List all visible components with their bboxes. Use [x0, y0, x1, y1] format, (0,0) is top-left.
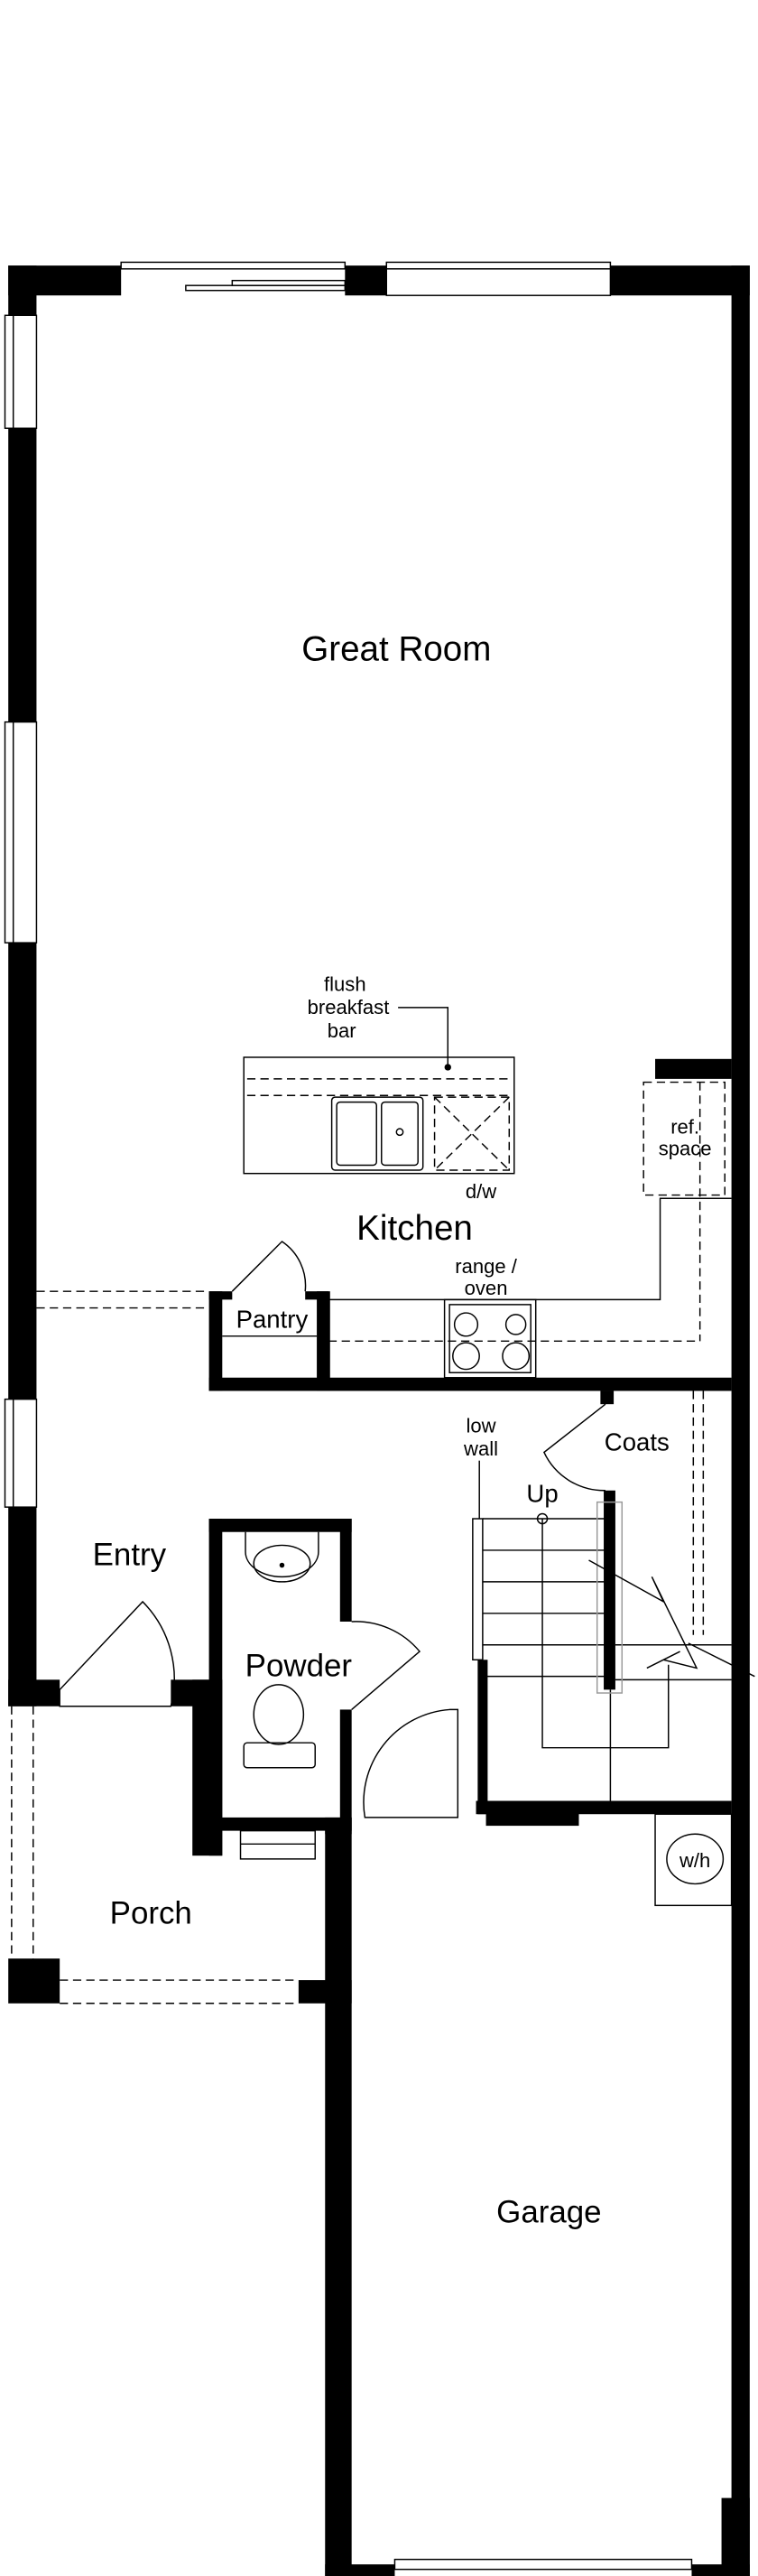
- coats-label: Coats: [605, 1428, 670, 1456]
- kitchen-island: [243, 1007, 515, 1175]
- garage-label: Garage: [496, 2194, 601, 2229]
- up-label: Up: [526, 1480, 558, 1508]
- water-heater: [666, 1833, 725, 1885]
- dishwasher: [433, 1096, 511, 1171]
- range-label: range /: [455, 1255, 518, 1278]
- low-label: low: [466, 1414, 495, 1437]
- ref-label: ref.: [670, 1116, 699, 1139]
- powder-walls: [192, 1519, 352, 1856]
- stairs: [482, 1501, 755, 1801]
- sink: [330, 1096, 424, 1171]
- range-oven: [443, 1298, 537, 1379]
- powder-window: [239, 1829, 316, 1860]
- ref-space: [642, 1081, 726, 1196]
- top-wall: [8, 265, 750, 296]
- powder-door[interactable]: [351, 1621, 421, 1710]
- porch-label: Porch: [110, 1896, 192, 1931]
- stair-walls: [476, 1390, 732, 1827]
- sliding-door[interactable]: [120, 261, 347, 292]
- window-top: [385, 261, 612, 296]
- right-wall: [731, 265, 750, 2576]
- pantry-door[interactable]: [231, 1241, 307, 1292]
- garage-door[interactable]: [393, 2558, 693, 2571]
- space-label: space: [659, 1137, 712, 1159]
- breakfast-label: breakfast: [308, 996, 390, 1018]
- garage-corner: [721, 2497, 750, 2576]
- garage-entry-door[interactable]: [363, 1708, 459, 1818]
- coats-door[interactable]: [542, 1403, 606, 1492]
- great-room-label: Great Room: [301, 630, 491, 669]
- front-door[interactable]: [59, 1600, 175, 1707]
- ref-wall: [655, 1058, 732, 1079]
- powder-sink: [245, 1531, 319, 1583]
- low-wall: [472, 1518, 484, 1661]
- water-heater-closet: [654, 1813, 733, 1907]
- pantry-label: Pantry: [236, 1306, 309, 1334]
- flush-label: flush: [324, 972, 366, 995]
- toilet: [243, 1684, 316, 1769]
- kitchen-label: Kitchen: [356, 1209, 473, 1248]
- powder-label: Powder: [245, 1649, 353, 1684]
- pantry-walls: [208, 1291, 732, 1391]
- left-windows: [4, 314, 38, 1508]
- wh-label: w/h: [679, 1849, 710, 1872]
- wall-label: wall: [463, 1437, 498, 1460]
- garage-left-wall: [325, 1826, 352, 2576]
- dw-label: d/w: [466, 1180, 496, 1203]
- bar-label: bar: [328, 1019, 356, 1042]
- entry-label: Entry: [93, 1537, 167, 1572]
- oven-label: oven: [465, 1277, 508, 1299]
